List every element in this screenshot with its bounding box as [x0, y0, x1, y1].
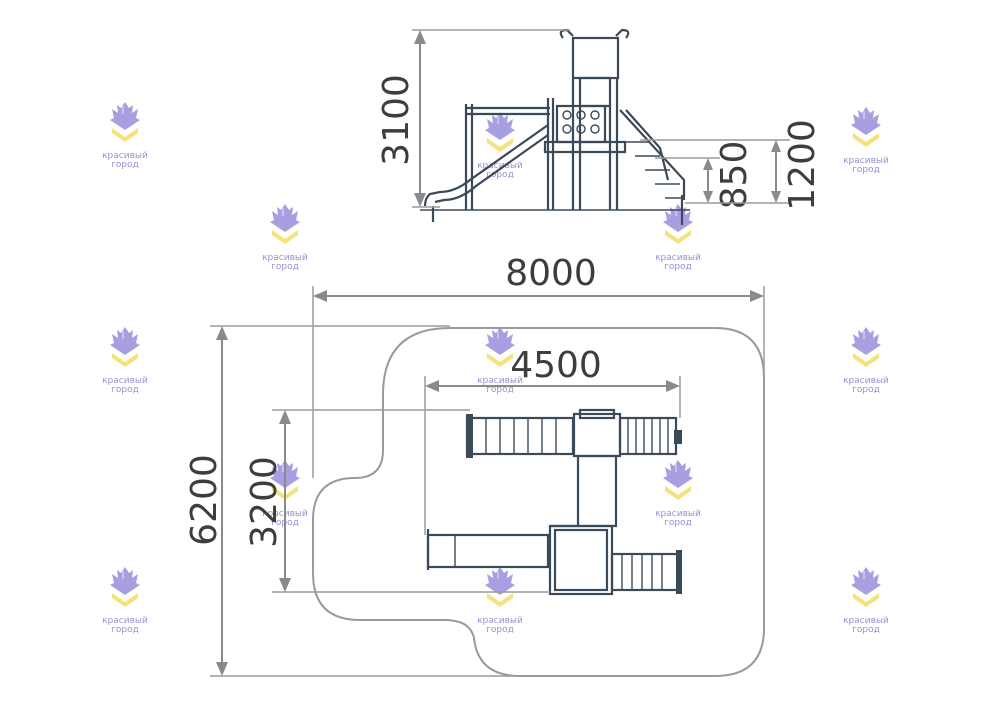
plan-view-equipment — [426, 408, 682, 596]
dimension-label: 3200 — [244, 456, 285, 548]
dimension-label: 3100 — [376, 74, 417, 166]
svg-text:красивый: красивый — [843, 156, 889, 166]
dimension-label: 1200 — [782, 119, 823, 211]
svg-text:город: город — [664, 518, 692, 528]
svg-text:красивый: красивый — [843, 616, 889, 626]
svg-text:красивый: красивый — [477, 376, 523, 386]
watermark-logo: красивый город — [843, 567, 889, 635]
svg-text:красивый: красивый — [102, 151, 148, 161]
svg-text:город: город — [486, 170, 514, 180]
dimension-label: 4500 — [510, 345, 602, 386]
watermark-logo: красивый город — [655, 460, 701, 528]
dimension-overall-width: 6200 — [184, 325, 520, 677]
svg-text:город: город — [111, 385, 139, 395]
watermark-logo: красивый город — [102, 567, 148, 635]
watermark-logo: красивый город — [655, 204, 701, 272]
watermark-logo: красивый город — [843, 327, 889, 395]
safety-zone-outline — [312, 327, 765, 677]
svg-text:красивый: красивый — [655, 509, 701, 519]
dimension-inner-width: 3200 — [244, 409, 550, 593]
svg-text:красивый: красивый — [477, 161, 523, 171]
watermark-logo: красивый город — [477, 567, 523, 635]
side-elevation-view — [420, 28, 690, 225]
dimension-step-height: 850 — [655, 141, 755, 210]
svg-text:красивый: красивый — [477, 616, 523, 626]
svg-text:город: город — [852, 385, 880, 395]
svg-text:красивый: красивый — [102, 376, 148, 386]
dimension-overall-length: 8000 — [312, 253, 765, 478]
dimension-inner-length: 4500 — [424, 345, 681, 535]
svg-text:город: город — [111, 625, 139, 635]
watermark-logo: красивый город — [102, 102, 148, 170]
dimension-label: 8000 — [505, 253, 597, 294]
watermark-logo: красивый город — [843, 107, 889, 175]
svg-text:город: город — [271, 262, 299, 272]
watermark-logo: красивый город — [477, 112, 523, 180]
svg-text:город: город — [486, 625, 514, 635]
svg-text:красивый: красивый — [262, 253, 308, 263]
svg-text:город: город — [111, 160, 139, 170]
watermark-logo: красивый город — [102, 327, 148, 395]
dimension-height-total: 3100 — [376, 29, 570, 208]
svg-text:город: город — [486, 385, 514, 395]
dimension-label: 6200 — [184, 454, 225, 546]
dimension-platform-height: 1200 — [640, 119, 823, 211]
dimension-label: 850 — [714, 141, 755, 210]
svg-text:красивый: красивый — [102, 616, 148, 626]
watermark-logo: красивый город — [477, 327, 523, 395]
svg-text:город: город — [852, 625, 880, 635]
svg-text:красивый: красивый — [843, 376, 889, 386]
svg-text:город: город — [664, 262, 692, 272]
svg-text:красивый: красивый — [655, 253, 701, 263]
svg-text:город: город — [852, 165, 880, 175]
watermark-logo: красивый город — [262, 204, 308, 272]
